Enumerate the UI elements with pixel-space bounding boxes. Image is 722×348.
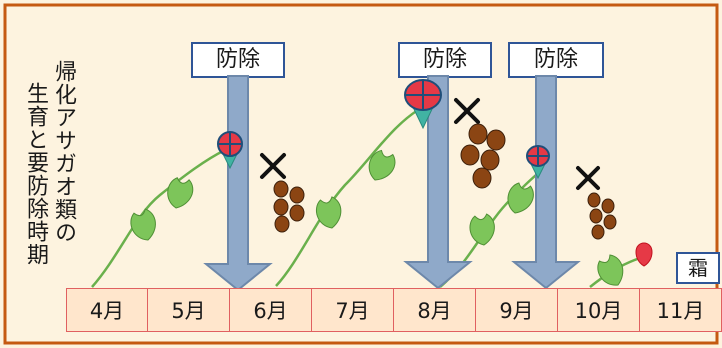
down-arrow-icon [511, 75, 581, 290]
seed-icon [591, 224, 605, 240]
frost-label: 霜 [676, 252, 720, 284]
month-cell: 9月 [476, 288, 558, 332]
seed-cluster-3 [587, 192, 617, 240]
seed-icon [274, 215, 290, 233]
control-label-1: 防除 [191, 42, 285, 78]
month-cell: 4月 [66, 288, 148, 332]
flower-bud-icon [217, 131, 243, 170]
seed-icon [289, 204, 305, 222]
seed-cluster-1 [273, 180, 305, 233]
seed-icon [486, 129, 506, 151]
down-arrow-icon [403, 75, 473, 290]
cross-mark-icon [454, 98, 480, 124]
cross-mark-icon [260, 153, 286, 179]
cross-mark-icon [576, 166, 600, 190]
seed-icon [460, 144, 480, 166]
month-cell: 8月 [394, 288, 476, 332]
seed-icon [289, 186, 305, 204]
control-label-2: 防除 [398, 42, 492, 78]
down-arrow-icon [203, 75, 273, 292]
seed-cluster-2 [460, 123, 506, 189]
month-cell: 10月 [558, 288, 640, 332]
title-column-2: 生育と要防除時期 [23, 82, 48, 266]
seed-icon [273, 198, 289, 216]
seed-icon [589, 208, 603, 224]
month-cell: 6月 [230, 288, 312, 332]
seed-icon [480, 149, 500, 171]
seed-icon [472, 167, 492, 189]
seed-icon [273, 180, 289, 198]
flower-icon [635, 242, 653, 267]
flower-bud-icon [404, 79, 442, 130]
seed-icon [603, 214, 617, 230]
month-cell: 7月 [312, 288, 394, 332]
flower-bud-icon [526, 145, 550, 180]
month-timeline: 4月 5月 6月 7月 8月 9月 10月 11月 [66, 288, 722, 334]
seed-icon [587, 192, 601, 208]
month-cell: 11月 [640, 288, 722, 332]
title-column-1: 帰化アサガオ類の [51, 60, 76, 244]
vine-2 [275, 108, 419, 287]
seed-icon [601, 198, 615, 214]
month-cell: 5月 [148, 288, 230, 332]
control-label-3: 防除 [508, 42, 604, 78]
seed-icon [468, 123, 488, 145]
vine-1 [91, 148, 226, 288]
